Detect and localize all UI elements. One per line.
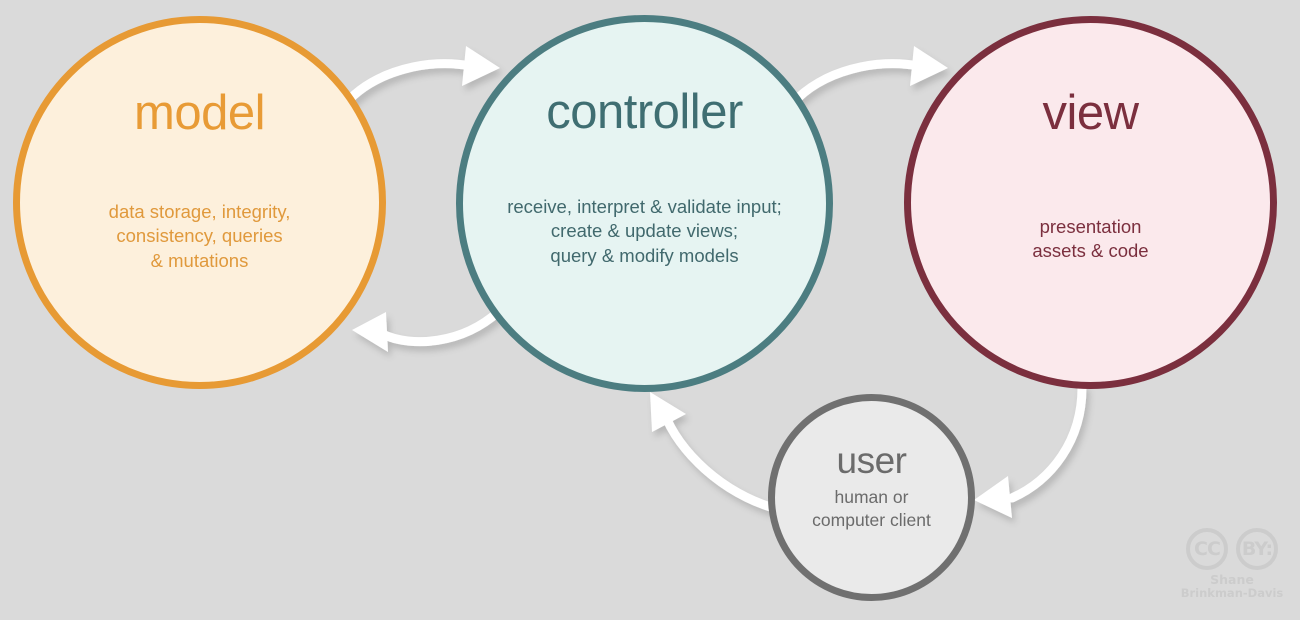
node-view[interactable]: view presentation assets & code <box>904 16 1277 389</box>
node-model[interactable]: model data storage, integrity, consisten… <box>13 16 386 389</box>
creative-commons-icon: CC <box>1186 528 1228 570</box>
arrow-controller-to-model <box>352 307 503 352</box>
arrow-view-to-user <box>974 383 1087 518</box>
node-view-title: view <box>1042 86 1139 140</box>
node-user[interactable]: user human or computer client <box>768 394 975 601</box>
arrow-controller-to-view <box>787 46 948 109</box>
attribution-author-line-1: Shane <box>1210 572 1254 587</box>
node-model-title: model <box>134 86 265 140</box>
creative-commons-attribution: CC BY: Shane Brinkman-Davis <box>1176 528 1288 601</box>
node-model-desc-line: & mutations <box>150 249 249 271</box>
node-user-desc-line: human or <box>834 487 909 507</box>
node-controller-description: receive, interpret & validate input; cre… <box>507 195 782 268</box>
node-user-title: user <box>836 440 907 481</box>
node-model-desc-line: consistency, queries <box>116 225 283 247</box>
node-view-desc-line: presentation <box>1039 216 1142 237</box>
arrow-model-to-controller <box>340 46 500 109</box>
node-controller-desc-line: create & update views; <box>550 220 739 242</box>
node-user-desc-line: computer client <box>812 510 931 531</box>
node-controller-title: controller <box>546 85 743 139</box>
cc-license-marks: CC BY: <box>1186 528 1278 570</box>
node-view-desc-line: assets & code <box>1032 240 1149 262</box>
node-controller-desc-line: receive, interpret & validate input; <box>507 196 782 217</box>
node-model-description: data storage, integrity, consistency, qu… <box>109 200 291 273</box>
attribution-author-line-2: Brinkman-Davis <box>1180 586 1284 601</box>
arrow-user-to-controller <box>650 392 779 513</box>
node-view-description: presentation assets & code <box>1032 215 1148 264</box>
attribution-author: Shane Brinkman-Davis <box>1180 572 1284 601</box>
cc-by-icon: BY: <box>1236 528 1278 570</box>
node-controller[interactable]: controller receive, interpret & validate… <box>456 15 833 392</box>
node-controller-desc-line: query & modify models <box>550 244 739 266</box>
node-model-desc-line: data storage, integrity, <box>108 201 291 222</box>
node-user-description: human or computer client <box>812 486 931 532</box>
